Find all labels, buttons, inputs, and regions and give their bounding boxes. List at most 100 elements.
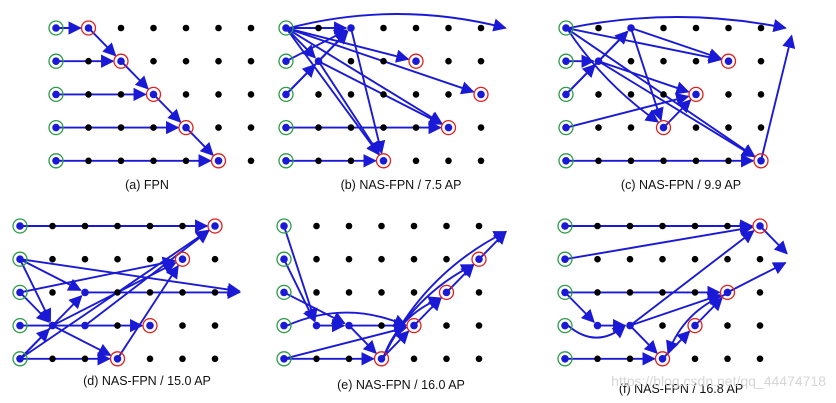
intermediate-node — [81, 288, 89, 297]
output-node — [658, 355, 667, 363]
grid-node — [345, 255, 353, 263]
grid-node — [412, 24, 420, 32]
output-node — [214, 157, 223, 165]
edge-arrow — [22, 259, 82, 291]
node-layer — [276, 218, 487, 367]
edge-arrow — [319, 30, 349, 60]
grid-node — [179, 355, 186, 363]
edge-layer — [287, 13, 507, 168]
intermediate-node — [48, 321, 57, 330]
input-node — [52, 57, 60, 65]
output-ring — [210, 153, 227, 169]
input-ring — [557, 251, 573, 267]
grid-node — [315, 124, 322, 131]
input-node — [280, 321, 288, 330]
grid-node — [211, 355, 219, 363]
input-node — [280, 355, 288, 363]
grid-node — [345, 355, 353, 363]
edge-arrow — [633, 28, 723, 62]
intermediate-node — [626, 321, 634, 330]
grid-node — [412, 124, 420, 131]
grid-node — [179, 322, 186, 329]
input-node — [561, 255, 569, 263]
edge-arrow — [22, 258, 241, 297]
grid-node — [215, 124, 222, 131]
output-ring — [80, 20, 97, 36]
grid-node — [347, 57, 355, 65]
grid-node — [410, 289, 418, 296]
edge-arrow — [154, 95, 182, 123]
input-ring — [278, 53, 294, 69]
grid-node — [85, 91, 92, 98]
grid-node — [691, 289, 699, 296]
grid-node — [412, 157, 420, 165]
edge-arrow — [20, 261, 52, 323]
grid-node — [81, 222, 89, 230]
edge-arrow — [288, 27, 410, 63]
output-ring — [178, 119, 194, 136]
input-node — [561, 321, 569, 330]
output-node — [178, 255, 187, 263]
input-ring — [276, 351, 292, 367]
panel-nas-fpn-9-9 — [558, 16, 796, 169]
grid-node — [477, 57, 485, 65]
grid-node — [146, 222, 154, 230]
intermediate-node — [347, 24, 355, 32]
grid-node — [378, 222, 385, 230]
input-ring — [558, 86, 574, 103]
input-node — [52, 157, 60, 165]
grid-node — [756, 355, 764, 363]
grid-node — [182, 24, 190, 32]
grid-node — [247, 24, 255, 32]
grid-node — [443, 322, 450, 329]
output-ring — [145, 86, 162, 103]
grid-node — [380, 124, 387, 131]
grid-node — [313, 355, 320, 363]
grid-node — [595, 157, 602, 165]
grid-node — [114, 255, 121, 263]
node-layer — [557, 218, 768, 367]
edge-arrow — [122, 62, 149, 90]
input-node — [52, 90, 60, 99]
grid-node — [114, 322, 121, 329]
grid-node — [475, 355, 483, 363]
input-ring — [12, 351, 28, 367]
input-ring — [12, 251, 28, 267]
grid-node — [659, 322, 666, 329]
grid-node — [182, 57, 190, 65]
grid-node — [313, 222, 320, 230]
grid-node — [114, 222, 121, 230]
grid-node — [211, 255, 219, 263]
output-ring — [687, 317, 703, 334]
grid-node — [627, 157, 635, 165]
grid-node — [477, 24, 485, 32]
grid-node — [660, 91, 667, 98]
grid-node — [345, 222, 353, 230]
grid-node — [594, 289, 601, 296]
output-ring — [688, 86, 704, 103]
edge-arrow — [415, 297, 442, 325]
grid-node — [410, 355, 418, 363]
grid-node — [757, 24, 765, 32]
caption-nas-fpn-9-9: (c) NAS-FPN / 9.9 AP — [621, 178, 741, 192]
output-node — [182, 123, 190, 132]
grid-node — [211, 322, 219, 329]
input-ring — [278, 20, 294, 36]
edge-arrow — [631, 327, 658, 355]
edge-arrow — [286, 324, 408, 360]
panel-fpn — [48, 20, 255, 169]
caption-nas-fpn-16-8: (f) NAS-FPN / 16.8 AP — [619, 382, 743, 396]
grid-node — [756, 289, 764, 296]
output-ring — [174, 251, 191, 267]
grid-node — [150, 157, 157, 165]
input-node — [16, 321, 24, 330]
output-ring — [719, 284, 736, 301]
grid-node — [380, 24, 387, 32]
grid-node — [179, 289, 186, 296]
panel-nas-fpn-15-0 — [12, 218, 241, 367]
grid-node — [757, 57, 765, 65]
grid-node — [626, 289, 634, 296]
grid-node — [117, 157, 125, 165]
input-node — [562, 24, 570, 32]
